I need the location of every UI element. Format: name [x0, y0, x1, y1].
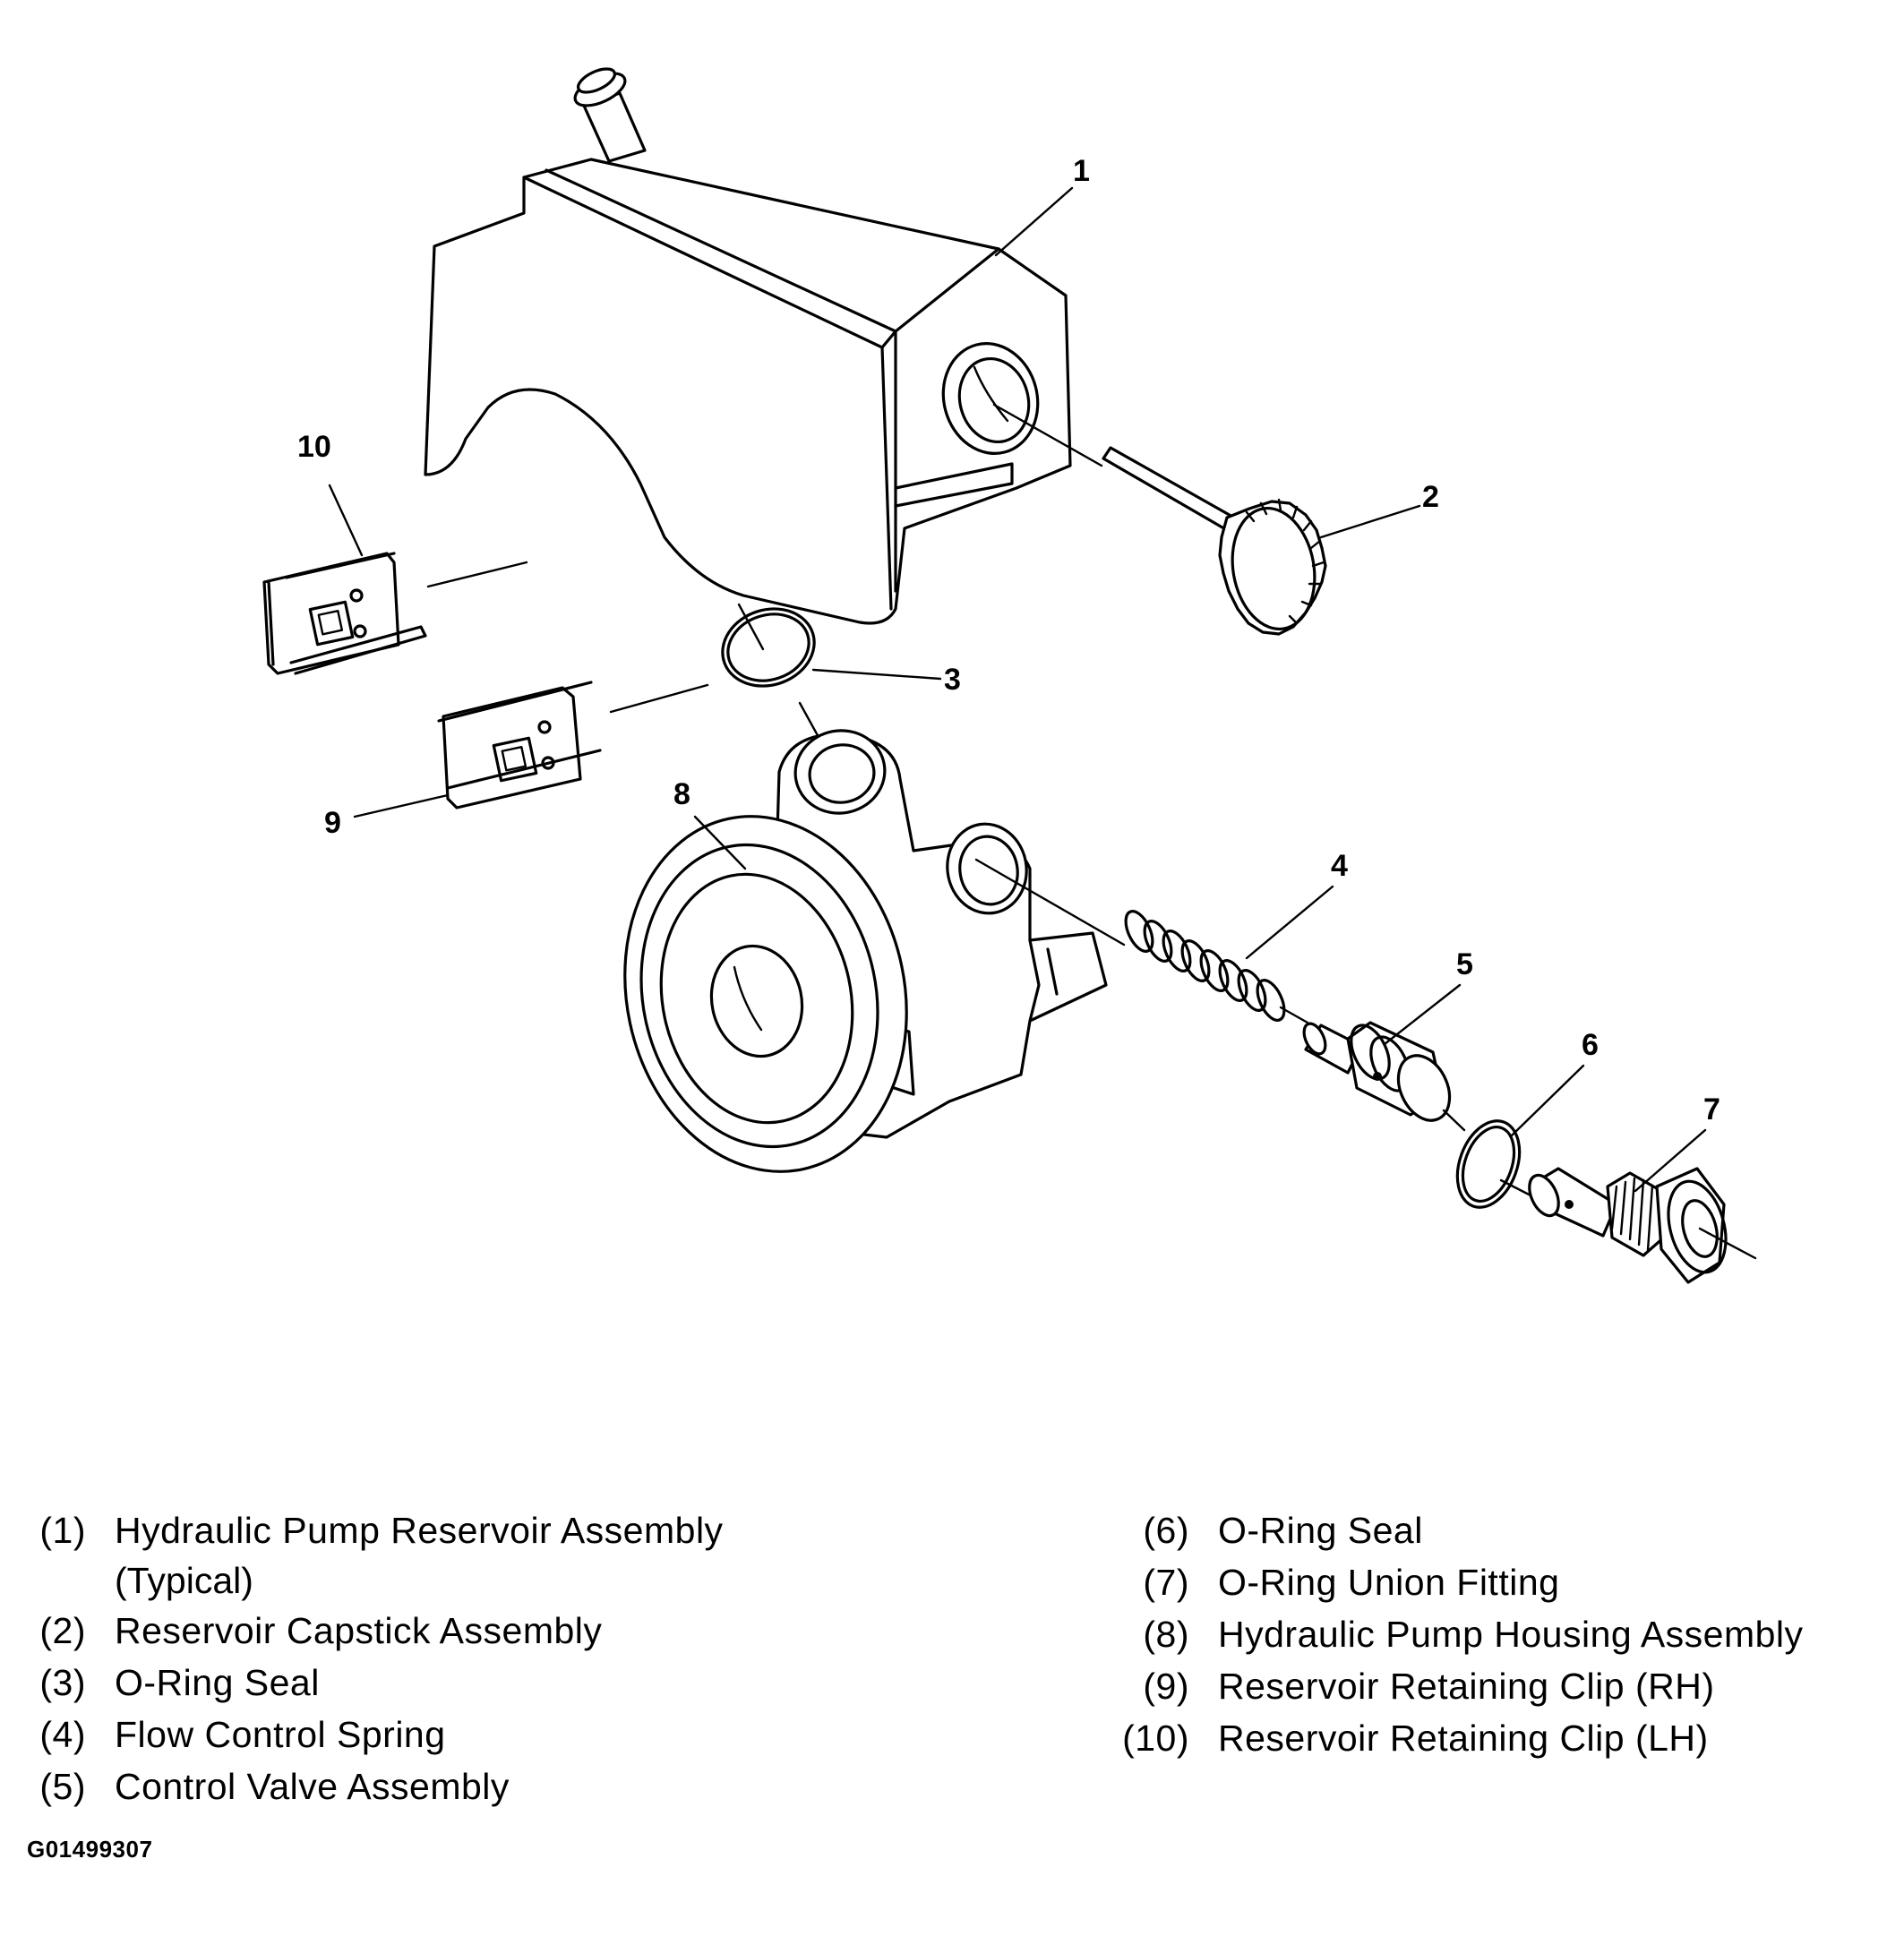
legend-label: O-Ring Seal — [115, 1662, 320, 1703]
callout-8: 8 — [673, 777, 690, 811]
callout-6: 6 — [1582, 1028, 1599, 1062]
callout-10: 10 — [297, 430, 331, 464]
o-ring-seal-valve — [1455, 1119, 1522, 1209]
legend-item: (9) Reservoir Retaining Clip (RH) — [1111, 1660, 1881, 1712]
pump-housing-assembly — [623, 729, 1108, 1173]
legend-number: (2) — [39, 1610, 86, 1651]
flow-control-spring — [1124, 910, 1286, 1022]
exploded-parts-diagram: 1 2 3 4 5 6 7 8 9 10 — [262, 67, 1757, 1284]
legend-item: (10) Reservoir Retaining Clip (LH) — [1111, 1712, 1881, 1764]
o-ring-union-fitting — [1528, 1167, 1728, 1284]
legend-label-continuation: (Typical) — [115, 1560, 253, 1601]
figure-id: G01499307 — [27, 1836, 153, 1863]
legend-column-left: (1) Hydraulic Pump Reservoir Assembly (T… — [27, 1504, 976, 1812]
retaining-clip-lh — [262, 552, 427, 675]
reservoir-assembly — [424, 67, 1072, 625]
legend-label: Control Valve Assembly — [115, 1766, 510, 1807]
legend-item: (6) O-Ring Seal — [1111, 1504, 1881, 1556]
legend-item: (3) O-Ring Seal — [27, 1657, 976, 1709]
legend-label: O-Ring Seal — [1218, 1510, 1423, 1551]
legend-number: (9) — [1143, 1666, 1189, 1707]
legend-number: (10) — [1122, 1718, 1189, 1759]
callout-1: 1 — [1073, 154, 1090, 188]
legend-label: Hydraulic Pump Reservoir Assembly — [115, 1510, 724, 1551]
legend-number: (5) — [39, 1766, 86, 1807]
legend-number: (7) — [1143, 1562, 1189, 1603]
legend-number: (1) — [39, 1510, 86, 1551]
legend-label: Reservoir Retaining Clip (LH) — [1218, 1718, 1709, 1759]
legend-column-right: (6) O-Ring Seal (7) O-Ring Union Fitting… — [1111, 1504, 1881, 1764]
legend-item: (2) Reservoir Capstick Assembly — [27, 1605, 976, 1657]
legend-item: (5) Control Valve Assembly — [27, 1760, 976, 1812]
legend-item: (1) Hydraulic Pump Reservoir Assembly — [27, 1504, 976, 1556]
callout-9: 9 — [324, 806, 341, 840]
legend-item: (7) O-Ring Union Fitting — [1111, 1556, 1881, 1608]
callout-4: 4 — [1331, 849, 1348, 883]
callout-5: 5 — [1456, 947, 1473, 981]
legend-label: Flow Control Spring — [115, 1714, 446, 1755]
callout-7: 7 — [1703, 1092, 1720, 1126]
parts-legend: (1) Hydraulic Pump Reservoir Assembly (T… — [0, 1504, 1904, 1827]
o-ring-seal-reservoir — [721, 603, 821, 741]
callout-labels: 1 2 3 4 5 6 7 8 9 10 — [297, 154, 1720, 1126]
legend-label: O-Ring Union Fitting — [1218, 1562, 1560, 1603]
callout-3: 3 — [944, 663, 961, 697]
capstick-assembly — [1102, 446, 1327, 636]
legend-number: (6) — [1143, 1510, 1189, 1551]
callout-2: 2 — [1422, 480, 1439, 514]
legend-label: Reservoir Retaining Clip (RH) — [1218, 1666, 1715, 1707]
legend-label: Hydraulic Pump Housing Assembly — [1218, 1614, 1804, 1655]
leader-lines — [328, 186, 1707, 1193]
control-valve-assembly — [1302, 1021, 1452, 1122]
legend-number: (3) — [39, 1662, 86, 1703]
legend-item: (4) Flow Control Spring — [27, 1709, 976, 1760]
legend-label: Reservoir Capstick Assembly — [115, 1610, 603, 1651]
legend-number: (4) — [39, 1714, 86, 1755]
legend-number: (8) — [1143, 1614, 1189, 1655]
retaining-clip-rh — [437, 681, 602, 810]
legend-item: (8) Hydraulic Pump Housing Assembly — [1111, 1608, 1881, 1660]
